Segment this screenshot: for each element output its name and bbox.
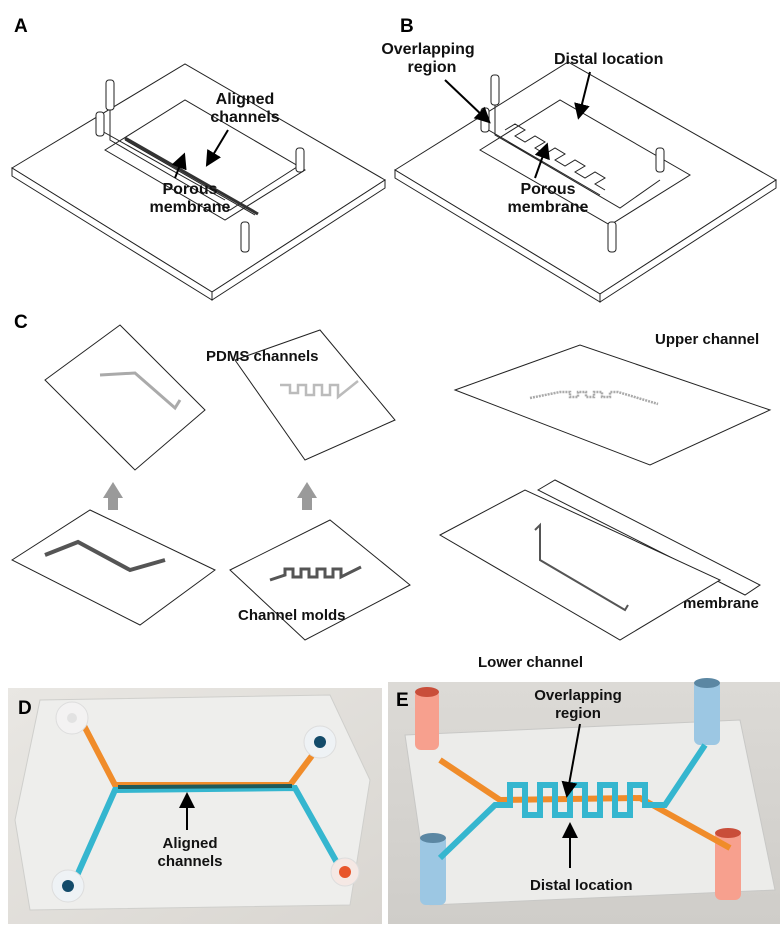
figure-label: Lower channel [478, 654, 583, 671]
panel-letter-d: D [18, 698, 32, 719]
figure-label: Distal location [554, 51, 663, 68]
pdms-plate-straight [44, 324, 206, 471]
panel-letter-b: B [400, 16, 414, 37]
figure-label: PDMS channels [206, 348, 319, 365]
figure-label: channels [210, 109, 279, 126]
figure-label: membrane [683, 595, 759, 612]
channel-mold-serpentine [229, 519, 411, 641]
panel-letter-c: C [14, 312, 28, 333]
up-arrow [297, 482, 317, 510]
figure-label: Channel molds [238, 607, 346, 624]
porous-membrane [104, 99, 306, 221]
figure-label: membrane [508, 199, 589, 216]
figure-label: region [555, 705, 601, 722]
panel-c: C PDMS channels Channel molds Upper chan… [10, 312, 772, 671]
figure-label: Overlapping [534, 687, 622, 704]
channel-mold-straight [10, 509, 216, 626]
chip-base-plate [11, 63, 386, 293]
panel-letter-e: E [396, 690, 409, 711]
figure-label: Porous [520, 181, 575, 198]
figure-label: Upper channel [655, 331, 759, 348]
up-arrow [103, 482, 123, 510]
figure-label: Distal location [530, 877, 633, 894]
figure-label: region [408, 59, 457, 76]
figure-label: Aligned [216, 91, 275, 108]
figure-label: Aligned [163, 835, 218, 852]
figure-label: membrane [150, 199, 231, 216]
panel-letter-a: A [14, 16, 28, 37]
figure-label: Overlapping [381, 41, 474, 58]
upper-channel-plate [453, 344, 772, 466]
figure-label: channels [157, 853, 222, 870]
lower-channel-plate [438, 489, 722, 641]
figure-label: Porous [162, 181, 217, 198]
